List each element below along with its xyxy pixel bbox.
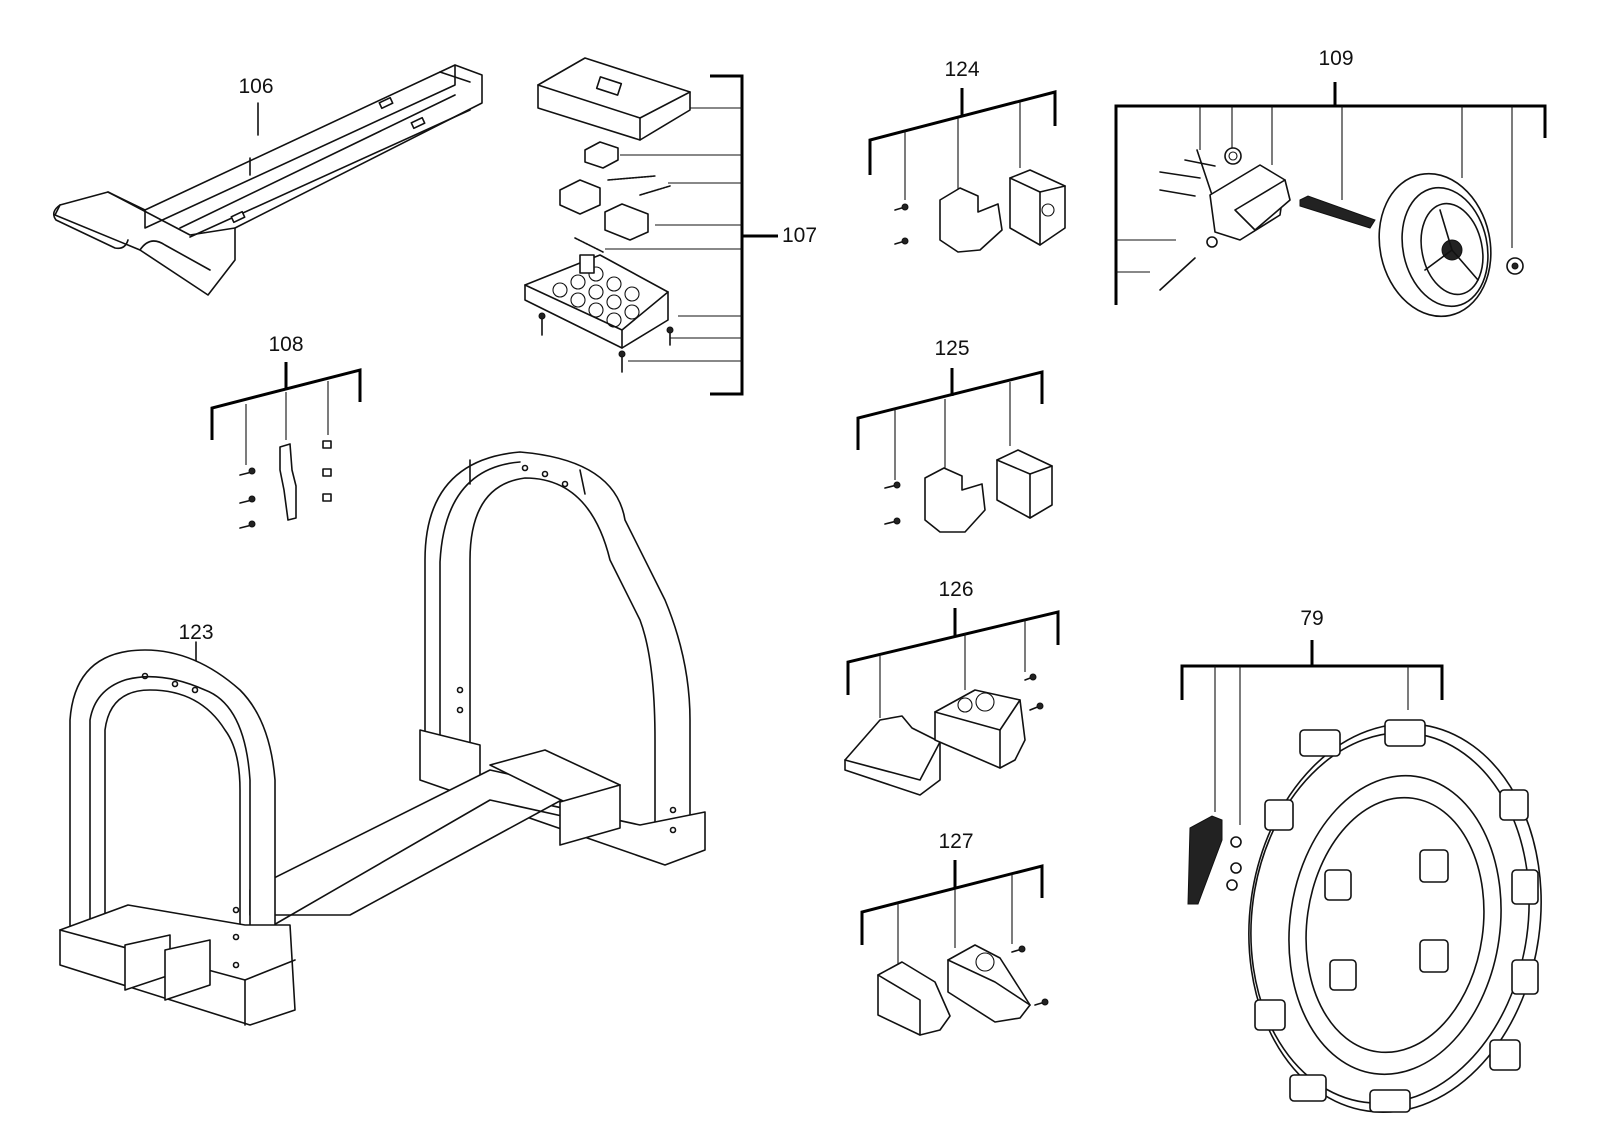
- part-125-pad-set: [856, 368, 1053, 533]
- part-109-wheel-kit: [1114, 82, 1547, 318]
- callout-123: 123: [178, 621, 214, 644]
- callout-125: 125: [934, 337, 970, 360]
- callout-79: 79: [1300, 607, 1324, 630]
- part-126-pad-set: [844, 608, 1060, 796]
- callout-108: 108: [268, 333, 304, 356]
- part-107-top-module: [524, 57, 778, 396]
- callout-107: 107: [782, 224, 818, 247]
- part-79-drum: [1180, 640, 1542, 1113]
- part-106-stand-arm: [52, 64, 483, 296]
- part-123-main-frame: [59, 451, 706, 1026]
- callout-127: 127: [938, 830, 974, 853]
- callout-106: 106: [238, 75, 274, 98]
- callout-124: 124: [944, 58, 980, 81]
- part-108-bracket-kit: [210, 362, 362, 529]
- part-124-pad-set: [868, 88, 1066, 253]
- callout-126: 126: [938, 578, 974, 601]
- callout-109: 109: [1318, 47, 1354, 70]
- part-127-pad-set: [860, 860, 1049, 1036]
